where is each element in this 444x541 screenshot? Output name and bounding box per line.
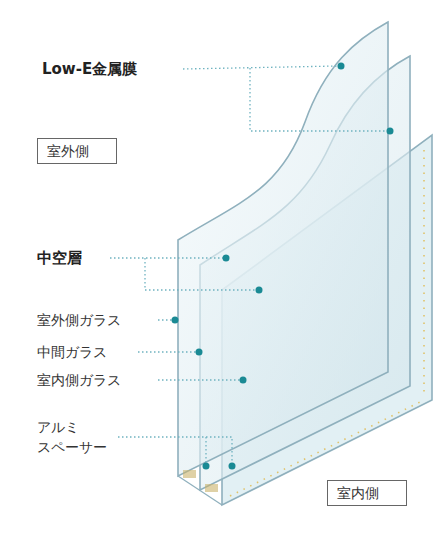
- side-box: 室外側: [37, 138, 117, 164]
- aluminium-spacer: [205, 484, 218, 492]
- leader-lines: [110, 66, 387, 462]
- side-label: 室外側: [47, 143, 89, 159]
- part-label: アルミ スペーサー: [37, 417, 117, 457]
- spacer-dots: [423, 150, 425, 395]
- part-label: Low-E金属膜: [42, 59, 137, 79]
- outer-glass: [178, 22, 388, 476]
- spacer-edge: [178, 476, 222, 505]
- part-label: 中空層: [37, 248, 82, 268]
- side-label: 室内側: [337, 485, 379, 501]
- leader-dots: [172, 63, 394, 470]
- part-label: 室内側ガラス: [37, 370, 121, 390]
- part-label: 中間ガラス: [37, 342, 107, 362]
- part-label: 室外側ガラス: [37, 310, 121, 330]
- aluminium-spacer: [183, 470, 196, 478]
- side-box: 室内側: [327, 480, 407, 506]
